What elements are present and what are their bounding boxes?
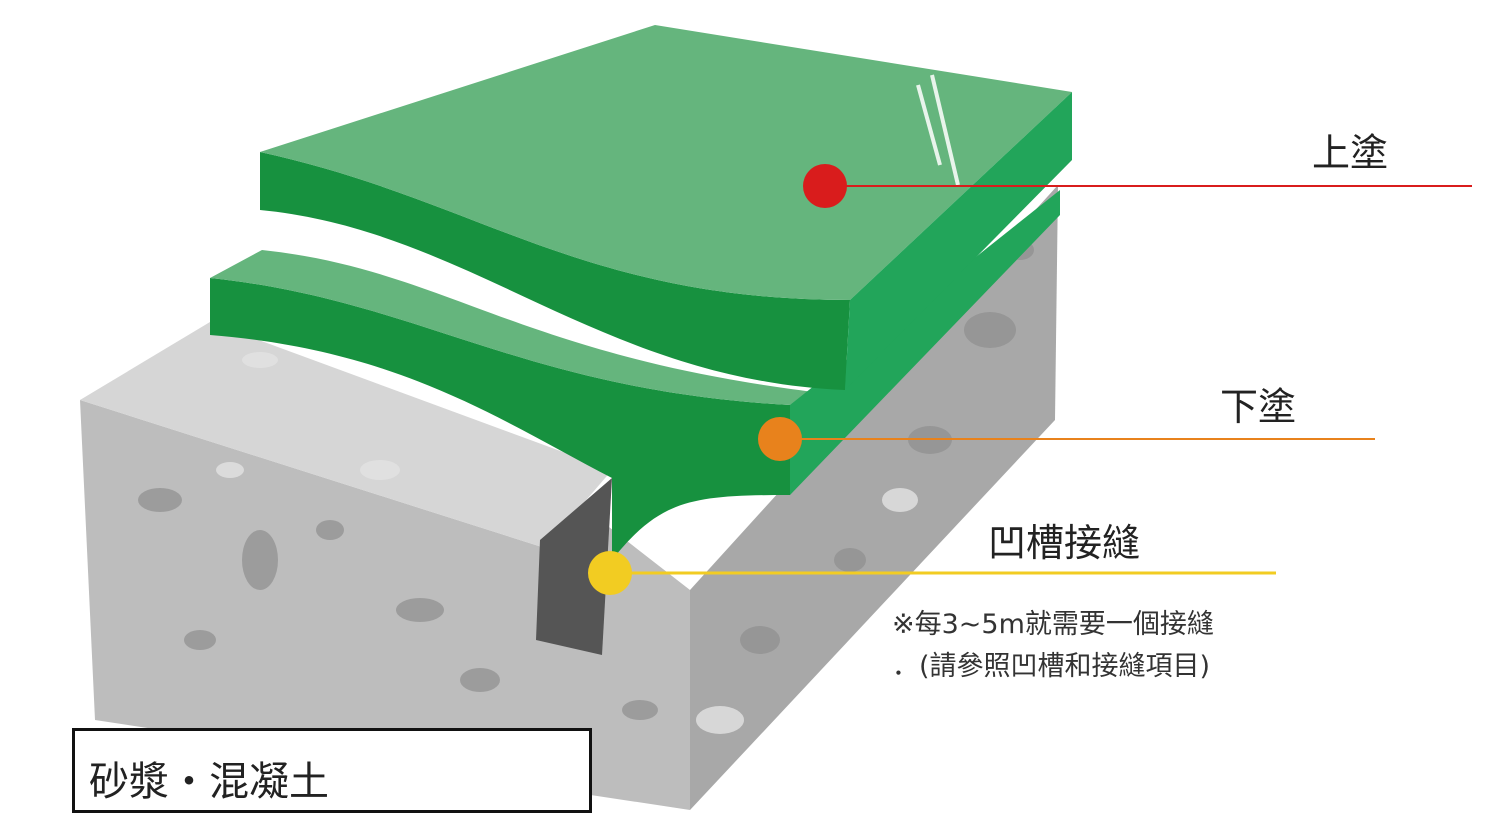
groove-marker [588, 551, 632, 595]
top-coat-marker [803, 164, 847, 208]
aggregate-spots-light [216, 352, 918, 734]
base-coat-top [210, 250, 840, 405]
substrate-label: 砂漿・混凝土 [89, 759, 329, 805]
top-coat-front [260, 152, 850, 390]
concrete-top-face [80, 322, 612, 548]
joint-note-line2: ．(請參照凹槽和接縫項目) [892, 651, 1211, 682]
top-coat-side [845, 92, 1072, 390]
gloss-highlight [916, 74, 960, 186]
base-coat-front [210, 278, 790, 560]
groove-joint-label: 凹槽接縫 [988, 521, 1141, 565]
aggregate-spots [138, 240, 1034, 720]
concrete-right-face [690, 185, 1058, 810]
base-coat-label: 下塗 [1220, 385, 1297, 429]
concrete-front-face [80, 400, 690, 810]
joint-note-line1: ※每3~5m就需要一個接縫 [892, 609, 1214, 640]
groove-joint [536, 478, 612, 655]
base-coat-marker [758, 417, 802, 461]
substrate-label-box: 砂漿・混凝土 [72, 728, 592, 813]
base-coat-side [790, 190, 1060, 495]
top-coat-label: 上塗 [1312, 131, 1389, 175]
top-coat-top [260, 25, 1072, 300]
